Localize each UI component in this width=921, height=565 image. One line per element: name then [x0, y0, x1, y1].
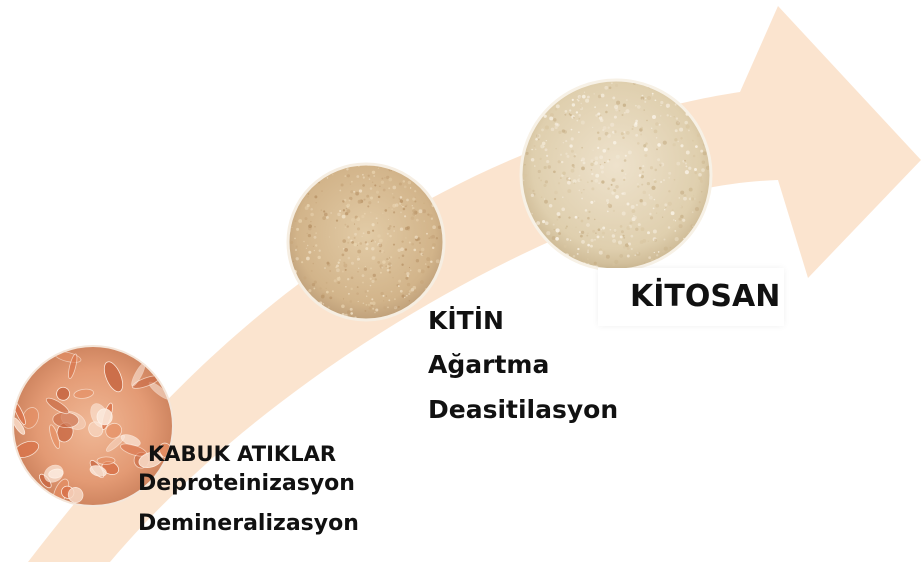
stage-step-deproteinization: Deproteinizasyon: [138, 473, 355, 495]
stage-step-demineralization: Demineralizasyon: [138, 513, 359, 535]
stage-step-bleaching: Ağartma: [428, 352, 549, 377]
stage-title-chitosan: KİTOSAN: [630, 282, 780, 312]
stage-step-deacetylation: Deasitilasyon: [428, 397, 618, 422]
stage-title-shell-waste: KABUK ATIKLAR: [148, 444, 336, 465]
stage-title-chitin: KİTİN: [428, 308, 504, 333]
